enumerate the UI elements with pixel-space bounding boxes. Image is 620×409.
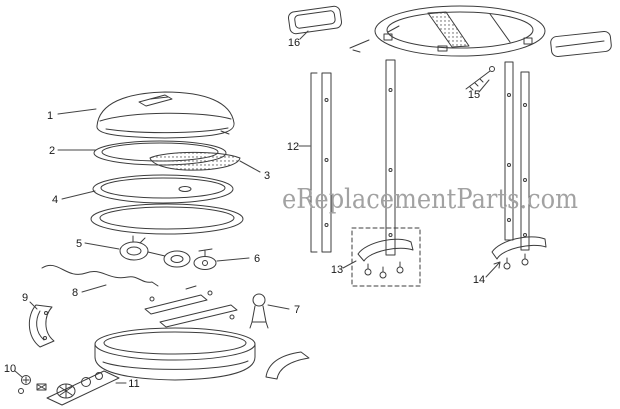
callout-10: 10 — [4, 363, 16, 375]
part-cart-top-frame — [349, 5, 546, 57]
part-base-handle — [265, 351, 310, 380]
part-lid — [96, 91, 235, 139]
part-burner — [119, 235, 191, 268]
part-control-panel — [46, 370, 120, 406]
part-side-table — [550, 31, 612, 57]
callout-2: 2 — [49, 145, 55, 157]
part-legs-right — [504, 61, 530, 251]
part-pan-rim — [90, 203, 244, 235]
part-hardware — [18, 375, 47, 394]
part-cooking-grate — [149, 151, 241, 171]
part-legs-left — [321, 59, 396, 256]
callout-12: 12 — [287, 141, 299, 153]
callout-4: 4 — [52, 194, 58, 206]
callout-5: 5 — [76, 238, 82, 250]
callout-9: 9 — [22, 292, 28, 304]
callout-12-bracket — [310, 72, 318, 253]
watermark: eReplacementParts.com — [282, 184, 578, 215]
leader-lines — [14, 30, 501, 384]
part-burner-fitting — [193, 248, 217, 270]
part-hose-wire — [41, 265, 159, 287]
part-bolt — [465, 66, 495, 91]
part-leg-foot-left — [351, 227, 421, 287]
callout-8: 8 — [72, 287, 78, 299]
callout-13: 13 — [331, 264, 343, 276]
part-side-shelf — [287, 5, 343, 35]
callout-6: 6 — [254, 253, 260, 265]
part-support-brackets — [144, 285, 238, 328]
callout-3: 3 — [264, 170, 270, 182]
callout-7: 7 — [294, 304, 300, 316]
part-bowl — [92, 174, 234, 204]
callout-15: 15 — [468, 89, 480, 101]
callout-16: 16 — [288, 37, 300, 49]
callout-14: 14 — [473, 274, 485, 286]
part-leg-foot-right — [491, 236, 547, 270]
part-side-handle — [28, 304, 55, 348]
callout-1: 1 — [47, 110, 53, 122]
part-igniter — [249, 293, 269, 329]
callout-11: 11 — [128, 378, 139, 390]
part-base-body — [94, 327, 256, 381]
